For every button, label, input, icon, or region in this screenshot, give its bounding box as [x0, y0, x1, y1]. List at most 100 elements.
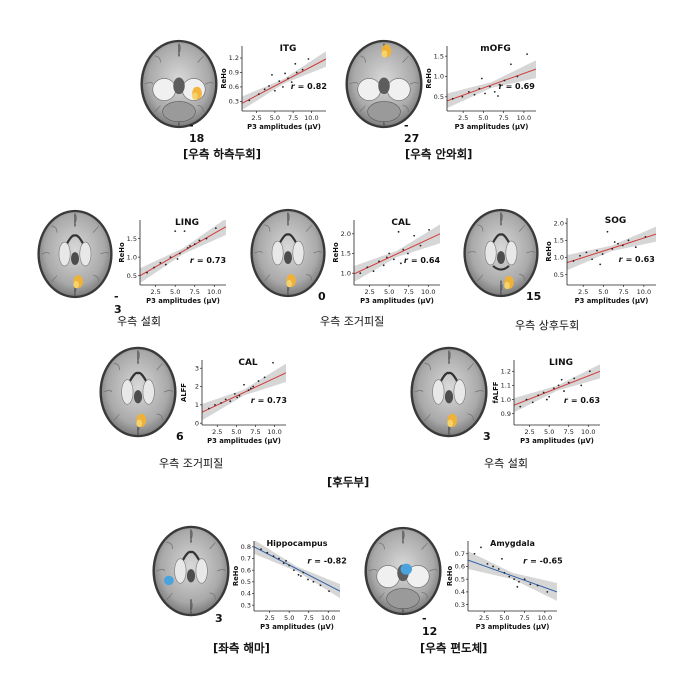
slice-label: - 3 — [114, 290, 122, 316]
data-point — [523, 578, 526, 581]
x-axis-label: P3 amplitudes (μV) — [360, 297, 434, 305]
activation-cluster — [163, 575, 174, 586]
data-point — [287, 77, 289, 80]
activation-cluster — [73, 280, 79, 289]
x-tick-label: 2.5 — [578, 288, 588, 296]
data-point — [585, 251, 588, 254]
data-point — [249, 387, 252, 390]
data-point — [567, 381, 570, 384]
temporal-lobe-left — [357, 78, 382, 101]
sulcus — [137, 351, 140, 362]
y-axis-label: ReHo — [232, 566, 240, 587]
data-point — [542, 391, 545, 394]
chart-title: SOG — [605, 216, 627, 226]
y-axis-label: ReHo — [446, 566, 454, 587]
confidence-band — [354, 224, 440, 282]
data-point — [634, 246, 637, 249]
data-point — [319, 584, 322, 587]
sulcus — [197, 55, 204, 63]
data-point — [236, 396, 239, 399]
activation-cluster — [192, 92, 198, 100]
brainstem — [378, 77, 390, 95]
basal-ganglia-right — [79, 241, 92, 267]
chart-title: CAL — [391, 218, 411, 228]
y-tick-label: 0.5 — [241, 578, 251, 586]
sulcus — [50, 275, 58, 283]
data-point — [599, 263, 602, 266]
x-tick-label: 7.5 — [250, 428, 260, 436]
sulcus — [92, 225, 100, 233]
brain-axial-slice-mofg — [345, 39, 423, 129]
chart-title: CAL — [238, 358, 258, 368]
data-point — [198, 239, 201, 242]
regression-line — [140, 226, 226, 277]
sulcus — [93, 275, 100, 282]
brain-axial-slice-cal-alff — [99, 346, 177, 438]
x-axis-label: P3 amplitudes (μV) — [146, 297, 220, 305]
data-point — [214, 403, 216, 406]
x-tick-label: 7.5 — [564, 428, 574, 436]
x-tick-label: 10.0 — [538, 614, 552, 622]
data-point — [503, 571, 506, 574]
sulcus — [349, 82, 359, 85]
sulcus — [51, 225, 58, 233]
data-point — [186, 246, 189, 249]
x-tick-label: 2.5 — [212, 428, 222, 436]
data-point — [644, 235, 647, 238]
ventricle-frontal-horn — [127, 371, 149, 385]
sulcus — [190, 530, 193, 541]
y-axis-label: ReHo — [545, 241, 553, 262]
y-tick-label: 2.0 — [341, 230, 351, 238]
temporal-lobe-left — [152, 78, 177, 101]
y-tick-label: 1.2 — [501, 368, 511, 376]
x-tick-label: 7.5 — [190, 288, 200, 296]
third-ventricle — [284, 251, 292, 265]
sulcus — [144, 82, 154, 85]
regression-line — [254, 546, 340, 592]
y-tick-label: 1.1 — [501, 382, 511, 390]
sulcus — [467, 362, 474, 371]
regression-line — [514, 370, 600, 406]
basal-ganglia-right — [142, 379, 155, 405]
data-point — [419, 244, 422, 247]
data-point — [174, 230, 177, 233]
data-point — [307, 578, 309, 581]
data-point — [536, 584, 539, 587]
y-tick-label: 0.4 — [241, 590, 251, 598]
x-tick-label: 5.0 — [598, 288, 608, 296]
data-point — [407, 252, 409, 255]
data-point — [178, 252, 181, 255]
ventricle-frontal-horn — [490, 233, 512, 247]
data-point — [601, 253, 604, 255]
third-ventricle — [186, 569, 196, 583]
x-tick-label: 2.5 — [364, 288, 374, 296]
data-point — [613, 241, 616, 243]
data-point — [285, 559, 287, 562]
x-axis-label: P3 amplitudes (μV) — [455, 123, 529, 131]
data-point — [282, 562, 285, 565]
data-point — [271, 73, 273, 76]
data-point — [278, 80, 281, 83]
slice-label: - 27 — [404, 119, 420, 145]
sulcus — [477, 224, 484, 232]
data-point — [282, 86, 284, 88]
basal-ganglia-right — [453, 379, 466, 405]
sulcus — [448, 351, 451, 362]
y-tick-label: 0.4 — [455, 588, 465, 596]
y-tick-label: 0.7 — [455, 550, 465, 558]
data-point — [545, 398, 548, 401]
confidence-band — [254, 541, 340, 599]
sulcus — [526, 251, 535, 254]
sulcus — [518, 224, 526, 232]
y-tick-label: 1.0 — [554, 254, 564, 262]
x-tick-label: 10.0 — [304, 114, 318, 122]
caption-left-hippocampus: [좌측 해마] — [213, 641, 270, 655]
data-point — [205, 237, 208, 240]
data-point — [501, 557, 503, 560]
y-tick-label: 1.5 — [434, 52, 444, 60]
ventricle-posterior — [492, 265, 510, 271]
third-ventricle — [497, 251, 505, 265]
data-point — [461, 95, 464, 98]
sulcus — [429, 569, 438, 572]
